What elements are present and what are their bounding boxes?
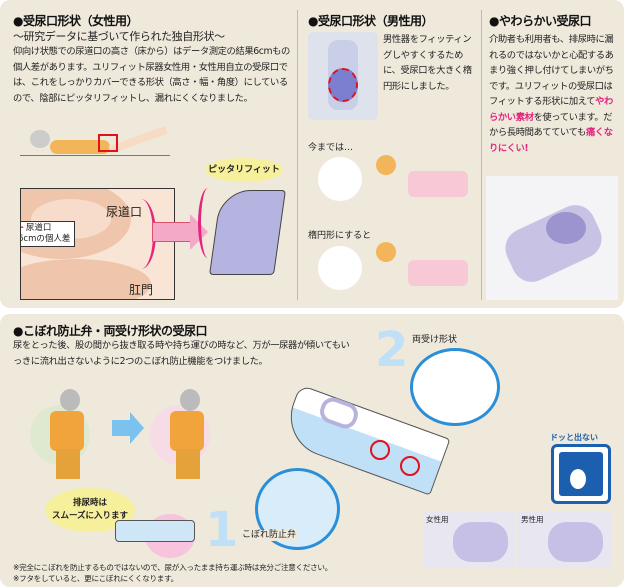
tilting-spill-illustration xyxy=(30,385,115,480)
no-spill-illustration xyxy=(150,385,235,480)
anus-label: 肛門 xyxy=(129,283,154,297)
arrow-right-blue xyxy=(112,420,130,436)
smooth-entry-illustration xyxy=(115,520,195,542)
arrow-right xyxy=(152,222,192,242)
number-2: 2 xyxy=(375,322,409,378)
fit-bubble: ピッタリフィット xyxy=(205,158,283,182)
after-label: 楕円形にすると xyxy=(308,231,372,241)
no-gush-badge-icon xyxy=(551,444,611,504)
soft-body: 介助者も利用者も、排尿時に漏れるのではないかと心配するあまり強く押し付けてしまい… xyxy=(489,34,614,154)
female-title: ●受尿口形状（女性用） xyxy=(13,14,138,28)
urethra-label: 尿道口 xyxy=(106,205,143,219)
male-product-photo: 男性用 xyxy=(518,512,612,568)
note-2: ※フタをしていると、更にこぼれにくくなります。 xyxy=(13,574,178,583)
double-receive-zoom-circle xyxy=(410,348,500,426)
female-subtitle: ～研究データに基づいて作られた独自形状～ xyxy=(13,30,225,43)
badge-label: ドッと出ない xyxy=(550,433,598,442)
male-body: 男性器をフィッティングしやすくするために、受尿口を大きく楕円形にしました。 xyxy=(383,34,472,92)
female-product-photo: 女性用 xyxy=(423,512,515,568)
number-1: 1 xyxy=(205,502,239,558)
notes: ※完全にこぼれを防止するものではないので、尿が入ったまま持ち運ぶ時は充分ご注意く… xyxy=(13,562,332,584)
female-body: 仰向け状態での尿道口の高さ（床から）はデータ測定の結果6cmもの個人差があります… xyxy=(13,46,290,104)
lying-woman-illustration xyxy=(20,125,170,162)
note-1: ※完全にこぼれを防止するものではないので、尿が入ったまま持ち運ぶ時は充分ご注意く… xyxy=(13,563,333,572)
soft-title: ●やわらかい受尿口 xyxy=(489,14,591,28)
after-illustration xyxy=(310,242,480,297)
male-title: ●受尿口形状（男性用） xyxy=(308,14,433,28)
spill-title: ●こぼれ防止弁・両受け形状の受尿口 xyxy=(13,324,207,338)
before-illustration xyxy=(310,153,480,203)
valve-label: こぼれ防止弁 xyxy=(240,530,299,541)
male-receptacle-photo xyxy=(308,32,378,120)
before-label: 今までは… xyxy=(308,143,354,153)
cross-section-diagram: 尿道口 肛門 ━ 尿道口 6cmの個人差 xyxy=(20,188,175,300)
double-receive-label: 両受け形状 xyxy=(412,335,458,345)
spill-body: 尿をとった後、股の間から抜き取る時や持ち運びの時など、万が一尿器が傾いてもいっき… xyxy=(13,340,350,367)
soft-receptacle-photo xyxy=(486,176,618,300)
legend-box: ━ 尿道口 6cmの個人差 xyxy=(21,221,76,247)
